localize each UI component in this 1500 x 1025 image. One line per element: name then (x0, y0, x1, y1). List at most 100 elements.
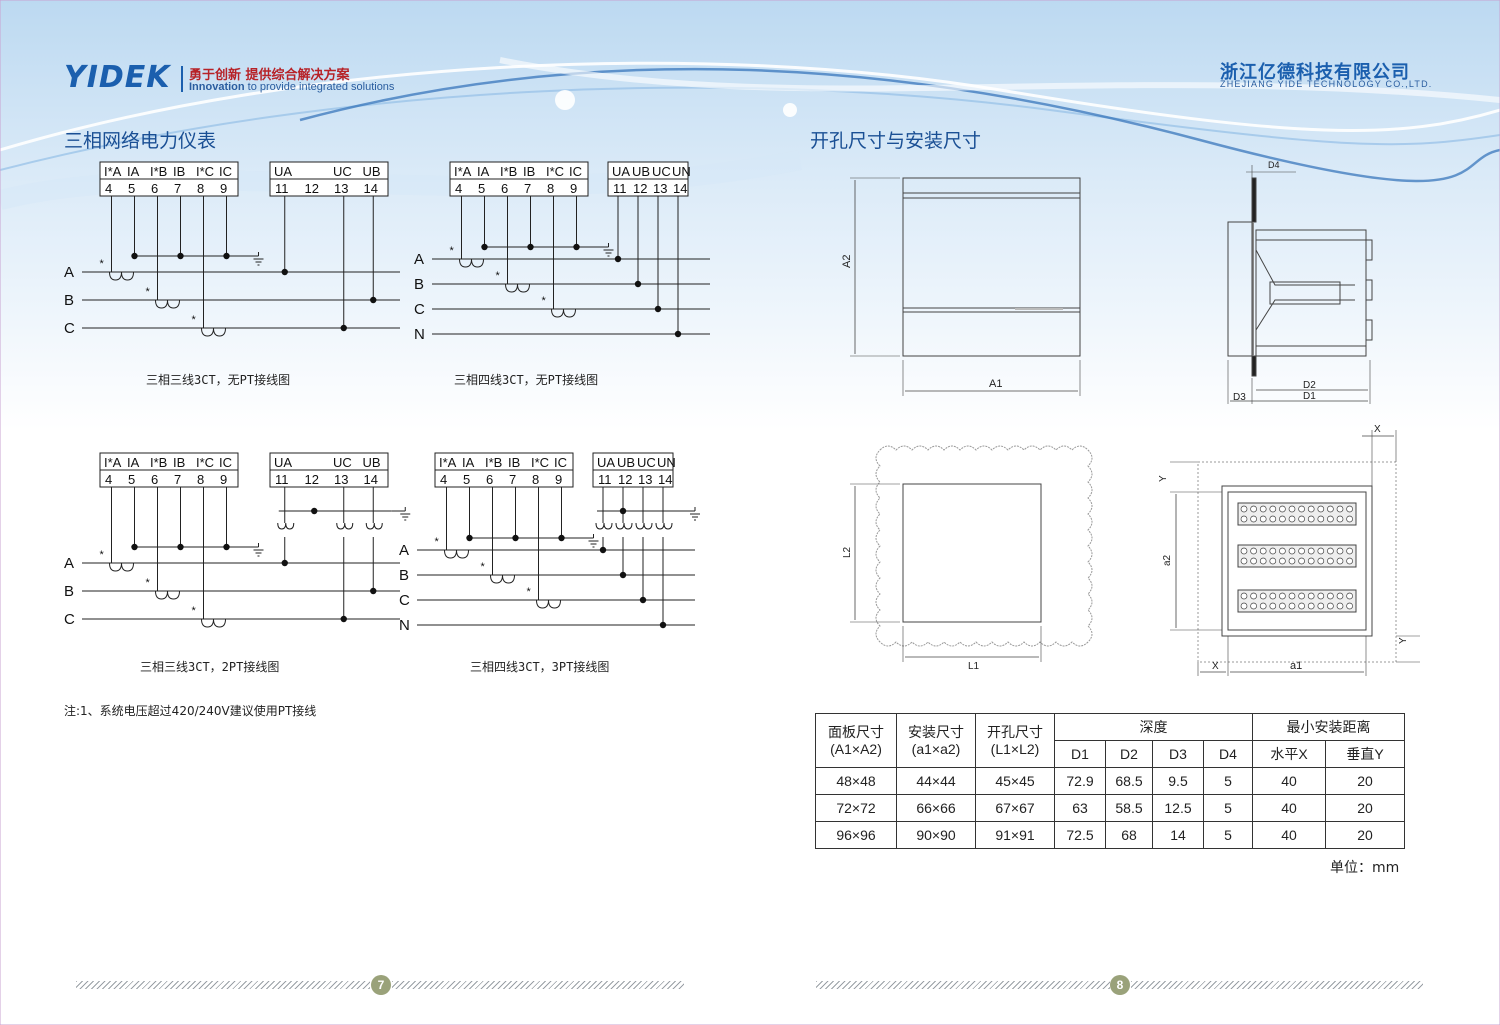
terminal-screw (1240, 547, 1248, 555)
terminal-number: 12 (305, 472, 319, 487)
label-D1: D1 (1303, 391, 1316, 402)
terminal-number: 7 (524, 181, 531, 196)
terminal-screw (1336, 505, 1344, 513)
phase-label: A (399, 542, 409, 559)
junction-dot (599, 546, 607, 554)
terminal-screw (1259, 505, 1267, 513)
terminal-label: UB (363, 164, 381, 179)
table-cell: 20 (1325, 794, 1405, 822)
table-cell: 67×67 (975, 794, 1055, 822)
footer-hatch-left-1 (76, 981, 370, 989)
junction-dot (281, 268, 288, 276)
table-cell: 40 (1252, 767, 1326, 795)
unit-label: 单位：mm (1330, 860, 1400, 876)
junction-dot (177, 252, 184, 260)
terminal-label: IC (219, 455, 232, 470)
terminal-label: UC (637, 455, 656, 470)
caption-diagram-1: 三相三线3CT，无PT接线图 (146, 373, 291, 387)
table-cell: 5 (1203, 821, 1253, 849)
terminal-label: I*B (500, 164, 517, 179)
table-cell: 68.5 (1105, 767, 1153, 795)
table-cell: 96×96 (815, 821, 897, 849)
junction-dot (674, 330, 682, 338)
terminal-number: 9 (555, 472, 562, 487)
pt-coil (336, 522, 354, 530)
ct-coil (444, 549, 469, 559)
phase-label: B (64, 583, 74, 600)
terminal-screw (1317, 505, 1325, 513)
ground-symbol (253, 252, 264, 266)
footer-hatch-right-2 (1131, 981, 1423, 989)
terminal-label: UA (597, 455, 615, 470)
terminal-screw (1317, 515, 1325, 523)
junction-dot (481, 243, 488, 251)
terminal-number: 8 (532, 472, 539, 487)
terminal-screw (1336, 515, 1344, 523)
th-mount: 安装尺寸(a1×a2) (896, 713, 976, 768)
terminal-label: UA (274, 455, 292, 470)
dimension-table: 面板尺寸(A1×A2) 安装尺寸(a1×a2) 开孔尺寸(L1×L2) 深度 最… (815, 713, 1405, 849)
terminal-screw (1298, 547, 1305, 555)
terminal-number: 11 (275, 181, 289, 196)
terminal-number: 4 (105, 472, 112, 487)
terminal-number: 12 (633, 181, 647, 196)
junction-dot (466, 534, 473, 542)
phase-label: C (399, 592, 410, 609)
phase-label: B (399, 567, 409, 584)
terminal-number: 9 (220, 472, 227, 487)
polarity-star: * (435, 536, 440, 548)
junction-dot (512, 534, 519, 542)
th-horizontal-X: 水平X (1252, 740, 1326, 768)
terminal-number: 14 (658, 472, 672, 487)
terminal-block (1237, 589, 1357, 613)
ct-coil (155, 299, 180, 309)
ct-coil (536, 599, 561, 609)
terminal-number: 14 (673, 181, 687, 196)
ct-coil (201, 327, 226, 337)
footer-hatch-left-2 (392, 981, 684, 989)
label-D2: D2 (1303, 380, 1316, 391)
polarity-star: * (146, 577, 151, 589)
th-depth: 深度 (1054, 713, 1253, 741)
terminal-label: UN (657, 455, 676, 470)
terminal-screw (1240, 515, 1248, 523)
terminal-screw (1259, 602, 1267, 610)
terminal-number: 11 (613, 181, 627, 196)
terminal-label: UA (274, 164, 292, 179)
junction-dot (131, 252, 138, 260)
table-cell: 68 (1105, 821, 1153, 849)
terminal-label: I*C (196, 164, 214, 179)
terminal-number: 5 (128, 181, 135, 196)
table-cell: 20 (1325, 767, 1405, 795)
terminal-screw (1298, 557, 1305, 565)
junction-dot (573, 243, 580, 251)
ground-symbol (588, 534, 599, 548)
th-panel: 面板尺寸(A1×A2) (815, 713, 897, 768)
terminal-label: UB (632, 164, 650, 179)
terminal-screw (1346, 602, 1353, 610)
label-Y-top: Y (1158, 475, 1169, 482)
junction-dot (370, 587, 377, 595)
side-view-drawing (1227, 165, 1373, 404)
terminal-screw (1269, 547, 1277, 555)
junction-dot (654, 305, 662, 313)
table-cell: 44×44 (896, 767, 976, 795)
label-a1: a1 (1290, 660, 1302, 672)
terminal-label: IC (219, 164, 232, 179)
right-page-title: 开孔尺寸与安装尺寸 (810, 130, 982, 152)
terminal-number: 7 (509, 472, 516, 487)
slogan-en-bold: Innovation (189, 81, 245, 93)
terminal-screw (1269, 505, 1277, 513)
terminal-screw (1279, 515, 1286, 523)
terminal-screw (1327, 557, 1334, 565)
caption-diagram-3: 三相三线3CT，2PT接线图 (140, 660, 280, 674)
wiring-note: 注:1、系统电压超过420/240V建议使用PT接线 (64, 704, 317, 718)
phase-label: C (414, 301, 425, 318)
pt-coil (365, 522, 383, 530)
terminal-label: IA (462, 455, 475, 470)
terminal-label: I*C (531, 455, 549, 470)
terminal-number: 6 (151, 472, 158, 487)
terminal-label: UB (363, 455, 381, 470)
terminal-screw (1327, 505, 1334, 513)
